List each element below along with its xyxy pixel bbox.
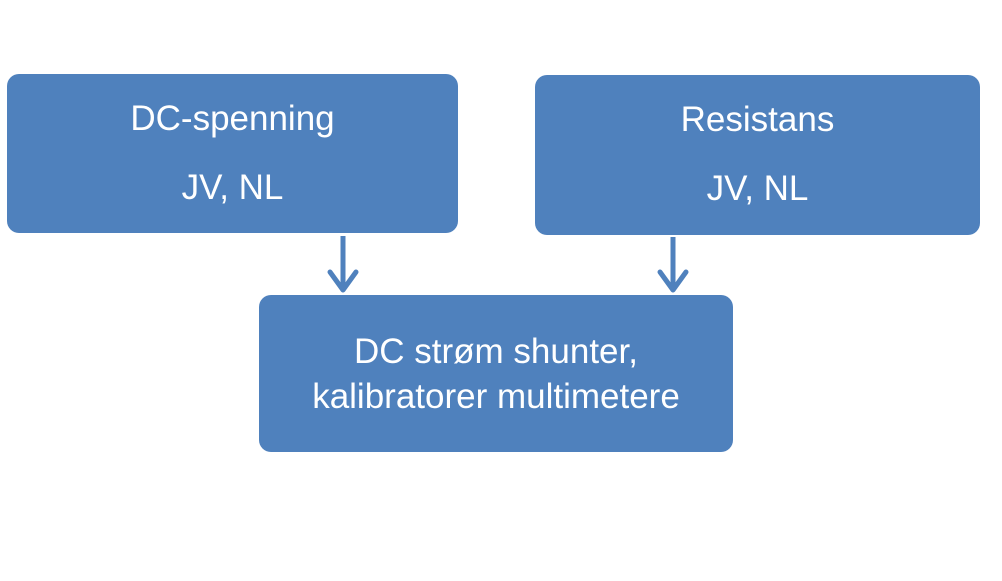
arrow-dc-head xyxy=(327,269,359,293)
resistance-title: Resistans xyxy=(680,100,835,139)
output-line-2: kalibratorer multimetere xyxy=(312,377,680,416)
output-line-1: DC strøm shunter, xyxy=(354,332,638,371)
resistance-subtitle: JV, NL xyxy=(706,169,809,208)
dc-voltage-title: DC-spenning xyxy=(130,99,335,138)
arrow-resistance-head xyxy=(657,269,689,293)
arrow-resistance-to-output xyxy=(657,237,689,293)
arrow-dc-to-output xyxy=(327,236,359,293)
dc-voltage-subtitle: JV, NL xyxy=(181,168,284,207)
output-box: DC strøm shunter, kalibratorer multimete… xyxy=(259,295,733,452)
resistance-box: Resistans JV, NL xyxy=(535,75,980,235)
dc-voltage-box: DC-spenning JV, NL xyxy=(7,74,458,233)
